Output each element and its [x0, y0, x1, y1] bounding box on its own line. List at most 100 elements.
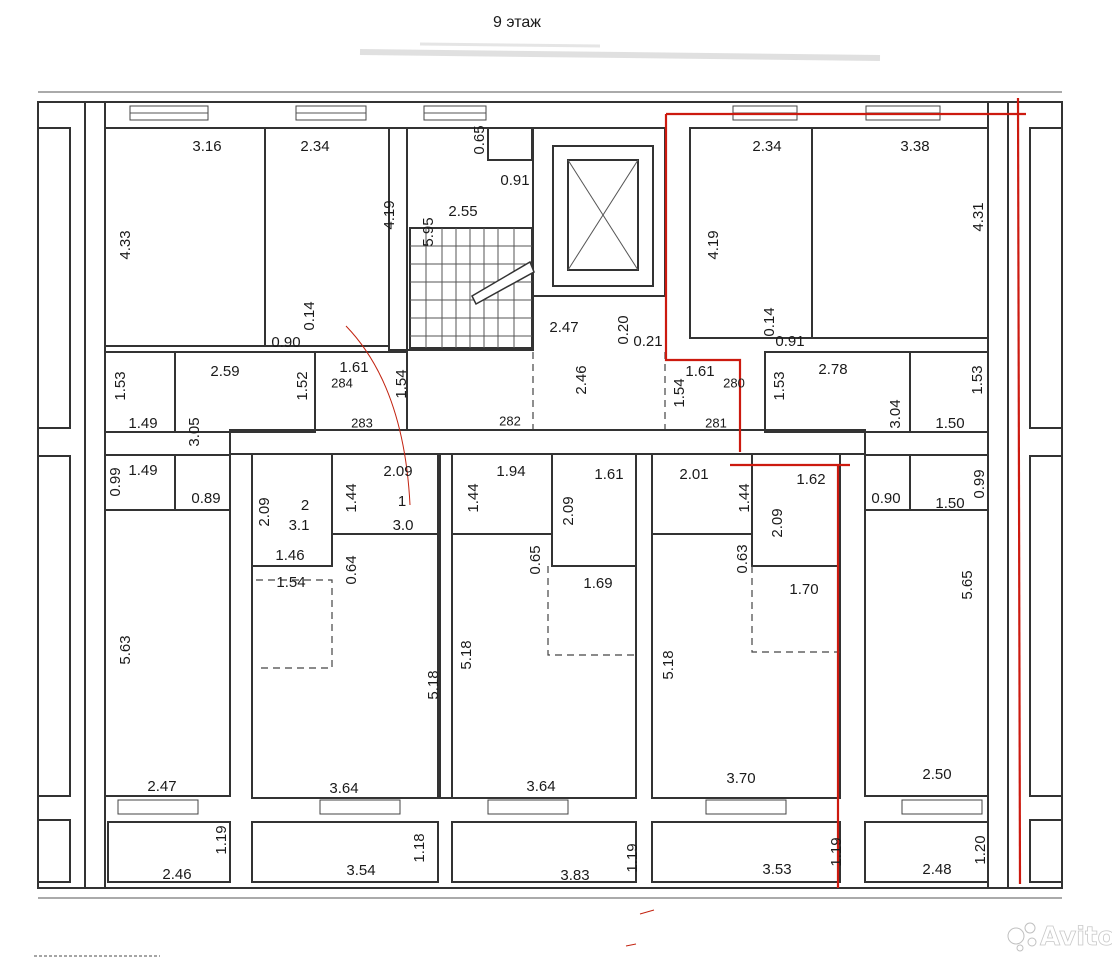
dimension-label: 2.78 [818, 361, 847, 378]
dimension-label: 0.65 [471, 125, 488, 154]
dimension-label: 2.01 [679, 466, 708, 483]
dimension-label: 1.52 [294, 371, 311, 400]
lower-apartments [104, 453, 989, 799]
dimension-label: 1.44 [343, 483, 360, 512]
dimension-label: 1.19 [213, 825, 230, 854]
upper-rooms [104, 127, 989, 351]
dimension-label: 0.63 [734, 544, 751, 573]
dimension-label: 2.46 [162, 866, 191, 883]
dimension-label: 0.89 [191, 490, 220, 507]
dimension-label: 3.53 [762, 861, 791, 878]
scan-noise [359, 42, 881, 61]
dimension-label: 2.09 [769, 508, 786, 537]
dimension-label: 1.50 [935, 415, 964, 432]
dimension-label: 1.62 [796, 471, 825, 488]
floor-title: 9 этаж [493, 14, 541, 31]
dimension-label: 2.47 [147, 778, 176, 795]
dimension-label: 4.31 [970, 202, 987, 231]
avito-watermark: Avito [1007, 922, 1112, 952]
dimension-label: 2.55 [448, 203, 477, 220]
dimension-label: 0.91 [775, 333, 804, 350]
dimension-label: 1.19 [828, 837, 845, 866]
dimension-label: 5.18 [660, 650, 677, 679]
dimension-label: 0.91 [500, 172, 529, 189]
dimension-label: 2.48 [922, 861, 951, 878]
dimension-label: 2 [301, 497, 309, 514]
dimension-label: 2.47 [549, 319, 578, 336]
dimension-label: 280 [723, 375, 745, 390]
dimension-label: 0.21 [633, 333, 662, 350]
dimension-label: 5.63 [117, 635, 134, 664]
dimension-label: 282 [499, 413, 521, 428]
dimension-label: 0.99 [107, 467, 124, 496]
dimension-label: 3.1 [289, 517, 310, 534]
dimension-label: 1.46 [275, 547, 304, 564]
dimension-label: 1.44 [465, 483, 482, 512]
dimension-label: 3.54 [346, 862, 375, 879]
dimension-label: 2.09 [256, 497, 273, 526]
dimension-label: 3.83 [560, 867, 589, 884]
dimension-label: 5.65 [959, 570, 976, 599]
dimension-label: 0.20 [615, 315, 632, 344]
dimension-label: 3.64 [526, 778, 555, 795]
dimension-label: 1.19 [624, 843, 641, 872]
dimension-label: 3.04 [887, 399, 904, 428]
dimension-label: 1.54 [671, 378, 688, 407]
dimension-label: 1.61 [685, 363, 714, 380]
dimension-label: 1.61 [339, 359, 368, 376]
staircase [409, 227, 535, 349]
avito-logo-icon [1007, 922, 1037, 952]
dimension-label: 3.16 [192, 138, 221, 155]
windows-bottom [117, 799, 983, 815]
lift-shaft [552, 145, 654, 287]
dimension-label: 2.09 [560, 496, 577, 525]
dimension-label: 5.18 [458, 640, 475, 669]
dimension-label: 1.53 [969, 365, 986, 394]
dimension-label: 2.50 [922, 766, 951, 783]
balconies [107, 821, 989, 883]
dimension-label: 284 [331, 375, 353, 390]
dimension-label: 1.53 [112, 371, 129, 400]
dimension-label: 4.19 [381, 200, 398, 229]
dimension-label: 0.99 [971, 469, 988, 498]
dimension-label: 1.18 [411, 833, 428, 862]
dimension-label: 283 [351, 415, 373, 430]
dimension-label: 1.20 [972, 835, 989, 864]
dimension-label: 2.59 [210, 363, 239, 380]
dimension-label: 0.64 [343, 555, 360, 584]
dimension-label: 3.0 [393, 517, 414, 534]
dimension-label: 0.65 [527, 545, 544, 574]
dimension-label: 3.38 [900, 138, 929, 155]
dimension-label: 0.90 [871, 490, 900, 507]
dimension-label: 1.94 [496, 463, 525, 480]
dimension-label: 1.54 [276, 574, 305, 591]
dimension-label: 1.69 [583, 575, 612, 592]
dimension-label: 5.18 [425, 670, 442, 699]
dimension-label: 5.95 [420, 217, 437, 246]
dimension-label: 1.44 [736, 483, 753, 512]
dimension-label: 1.53 [771, 371, 788, 400]
dimension-label: 2.34 [752, 138, 781, 155]
dimension-label: 1.70 [789, 581, 818, 598]
dimension-label: 1.61 [594, 466, 623, 483]
dimension-label: 3.64 [329, 780, 358, 797]
dimension-label: 0.14 [301, 301, 318, 330]
dimension-label: 1.49 [128, 462, 157, 479]
dimension-label: 0.90 [271, 334, 300, 351]
dimension-label: 3.05 [186, 417, 203, 446]
dimension-label: 1.50 [935, 495, 964, 512]
dimension-label: 2.46 [573, 365, 590, 394]
dimension-label: 281 [705, 415, 727, 430]
dimension-label: 4.19 [705, 230, 722, 259]
dimension-label: 2.34 [300, 138, 329, 155]
avito-watermark-text: Avito [1040, 922, 1112, 952]
dimension-label: 3.70 [726, 770, 755, 787]
dimension-label: 2.09 [383, 463, 412, 480]
dimension-label: 0.14 [761, 307, 778, 336]
dimension-label: 1.54 [393, 369, 410, 398]
red-boundary [345, 97, 1026, 947]
dimension-label: 4.33 [117, 230, 134, 259]
dimension-label: 1 [398, 493, 406, 510]
